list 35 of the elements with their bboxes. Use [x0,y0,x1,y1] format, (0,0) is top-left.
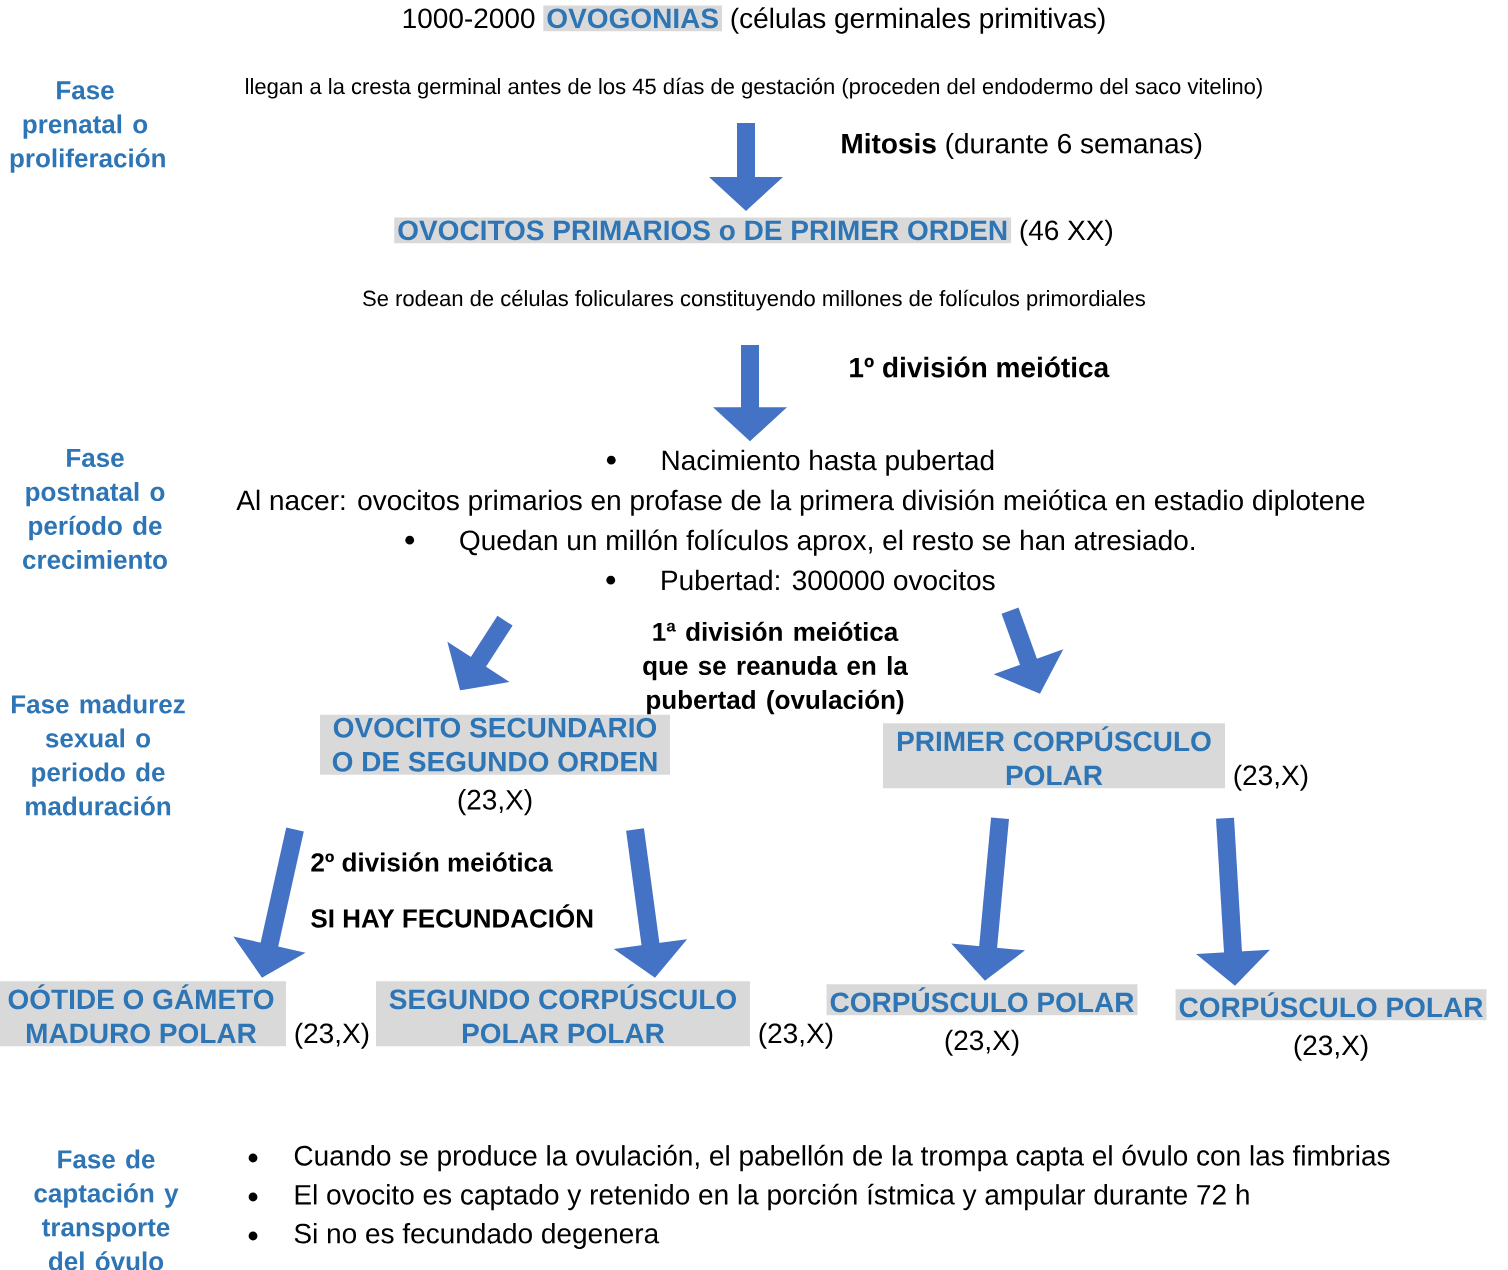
phase-label: Fase de captación y transporte del óvulo [34,1149,179,1270]
step-label: SI HAY FECUNDACIÓN [311,904,593,928]
chromosome-count: (23,X) [1234,764,1308,791]
cell-count: 1000-2000 [403,8,535,29]
chromosome-count: (23,X) [945,1029,1019,1056]
chromosome-count: (23,X) [458,789,532,816]
description-text: llegan a la cresta germinal antes de los 45 días de gestación (proceden del endodermo del saco vitelino) [246,77,1262,99]
bullet-text: Pubertad: 300000 ovocitos [606,569,995,591]
bullet-text: Nacimiento hasta pubertad [606,449,994,476]
highlighted-term: OÓTIDE O GÁMETO MADURO POLAR [0,981,286,1047]
highlighted-term: OVOCITOS PRIMARIOS o DE PRIMER ORDEN [394,217,1012,244]
edge-label: 1º división meiótica [850,356,1110,378]
phase-label: Fase prenatal o proliferación [10,81,165,173]
bullet-text: Al nacer: ovocitos primarios en profase de la primera división meiótica en estadio diplotene [236,489,1365,516]
description-text: Se rodean de células foliculares constituyendo millones de folículos primordiales [363,289,1145,311]
chromosome-count: (23,X) [1294,1034,1368,1061]
highlighted-term: PRIMER CORPÚSCULO POLAR [883,723,1225,789]
bullet-text: El ovocito es captado y retenido en la porción ístmica y ampular durante 72 h [295,1183,1249,1211]
highlighted-term: OVOGONIAS [543,5,723,32]
step-label: 1ª división meiótica que se reanuda en la pubertad (ovulación) [643,621,908,715]
bullet-text: Quedan un millón folículos aprox, el resto se han atresiado. [405,529,1194,556]
edge-label: Mitosis (durante 6 semanas) [842,132,1202,160]
step-label: 2º división meiótica [311,852,553,872]
chromosome-count: (46 XX) [1020,219,1113,246]
chromosome-count: (23,X) [759,1022,833,1049]
phase-label: Fase postnatal o período de crecimiento [23,448,167,570]
highlighted-term: CORPÚSCULO POLAR [826,984,1138,1016]
bullet-text: Si no es fecundado degenera [294,1222,660,1250]
highlighted-term: SEGUNDO CORPÚSCULO POLAR POLAR [376,981,750,1047]
phase-label: Fase madurez sexual o periodo de maduración [12,694,185,816]
chromosome-count: (23,X) [295,1022,369,1049]
highlighted-term: OVOCITO SECUNDARIO O DE SEGUNDO ORDEN [320,714,670,775]
highlighted-term: CORPÚSCULO POLAR [1175,989,1487,1021]
bullet-text: Cuando se produce la ovulación, el pabellón de la trompa capta el óvulo con las fimbrias [294,1144,1390,1172]
description-text: (células germinales primitivas) [731,7,1105,34]
